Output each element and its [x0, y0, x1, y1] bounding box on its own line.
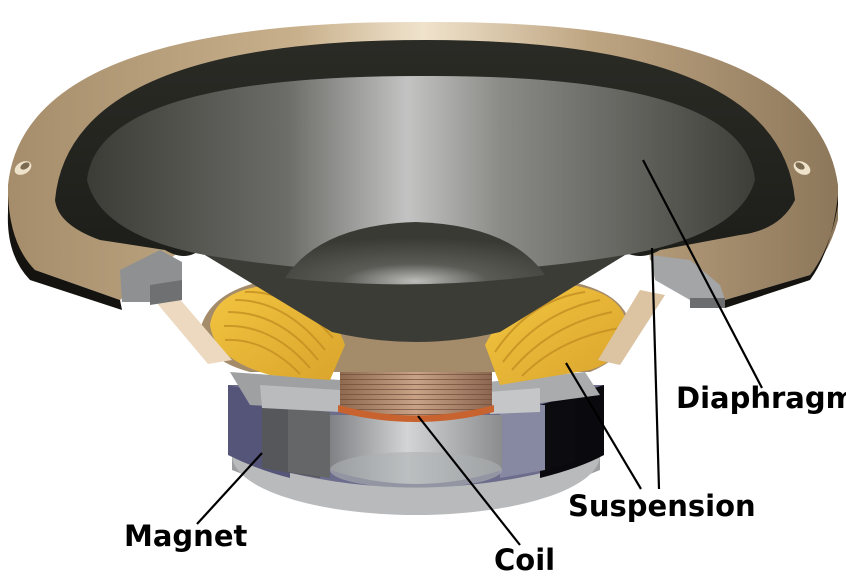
- leader-magnet: [196, 452, 263, 525]
- leader-diaphragm: [642, 159, 763, 389]
- magnet-cutaway-right: [500, 400, 575, 478]
- dust-cap: [285, 222, 545, 285]
- mounting-hole-left: [14, 161, 32, 175]
- label-magnet: Magnet: [124, 519, 248, 553]
- mounting-hole-right: [793, 161, 811, 175]
- basket-struts: [150, 290, 665, 365]
- magnet-cutaway-left: [262, 400, 330, 478]
- leader-lines: [196, 159, 763, 546]
- pole-piece: [330, 415, 502, 488]
- label-suspension: Suspension: [568, 489, 756, 523]
- leader-suspension-2: [650, 247, 661, 490]
- leader-coil: [417, 415, 521, 546]
- label-diaphragm: Diaphragm: [676, 381, 846, 415]
- label-coil: Coil: [494, 543, 556, 577]
- leader-suspension-1: [565, 362, 642, 490]
- top-plate: [230, 372, 600, 414]
